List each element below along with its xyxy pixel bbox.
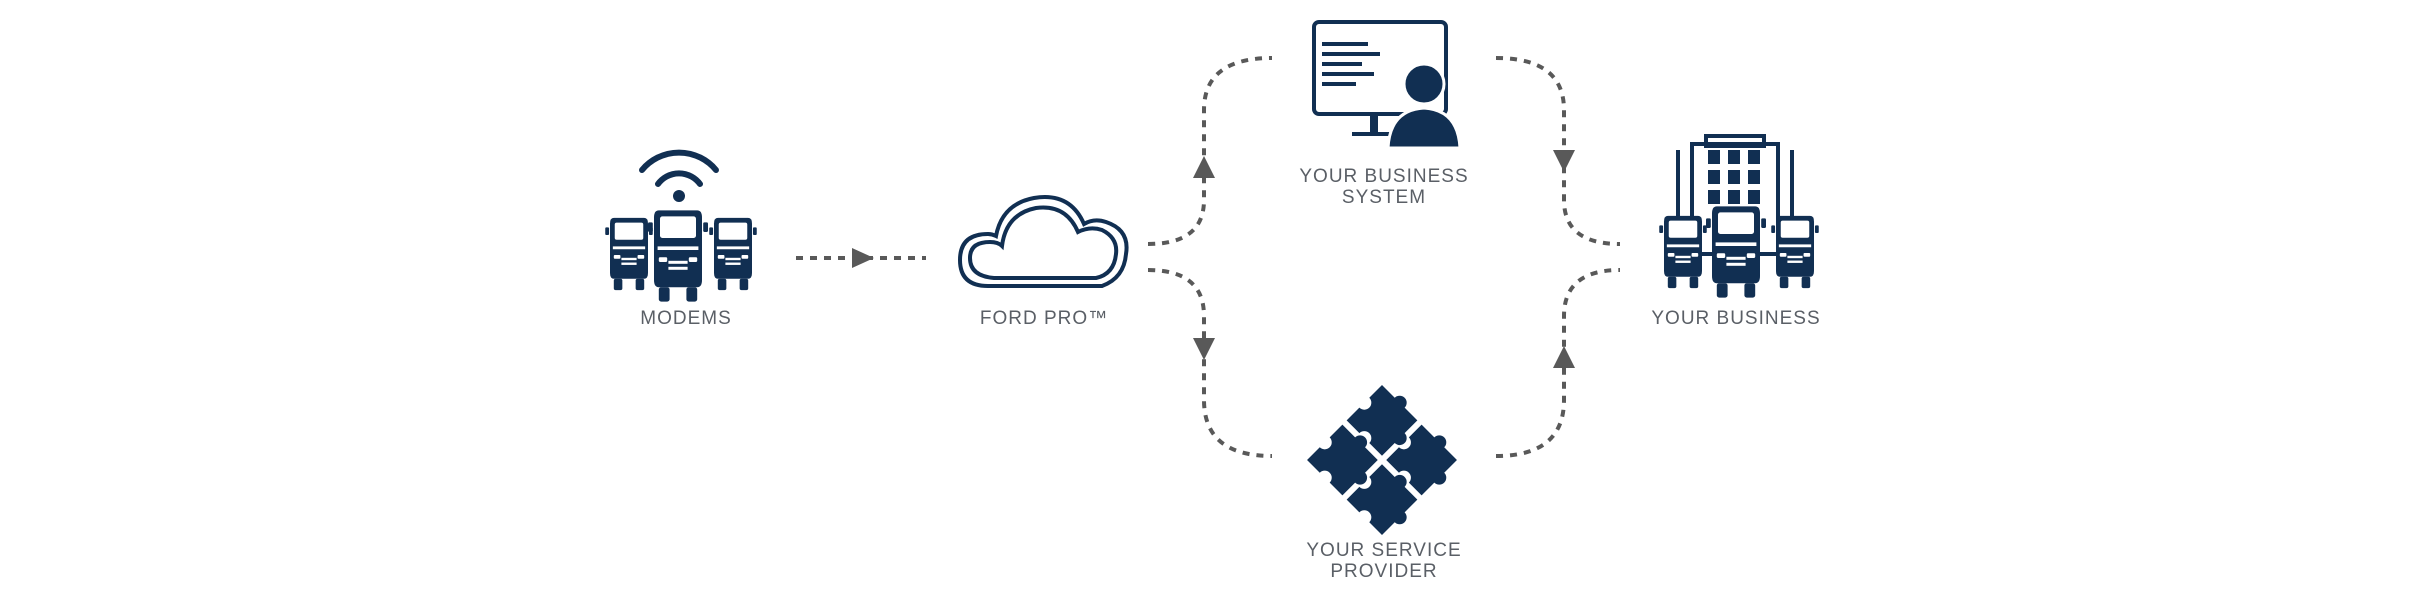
modems-label: MODEMS <box>640 308 732 329</box>
puzzle-icon <box>1307 380 1467 540</box>
connector-service-provider-to-your-business <box>1495 268 1621 458</box>
your-business-label-text: YOUR BUSINESS <box>1651 308 1821 329</box>
arrowhead-up-icon <box>1553 346 1575 368</box>
arrowheads <box>852 150 1575 368</box>
connectors <box>796 56 1621 458</box>
ford-pro-label-text: FORD PRO™ <box>979 308 1109 329</box>
arrowhead-down-icon <box>1553 150 1575 172</box>
cloud-icon <box>957 195 1129 288</box>
arrowhead-up-icon <box>1193 156 1215 178</box>
modems-label-text: MODEMS <box>640 308 732 329</box>
connected-vans-icon <box>605 149 757 302</box>
business-system-label-line2: SYSTEM <box>1341 187 1427 208</box>
wifi-signal-icon <box>639 149 719 202</box>
arrowhead-down-icon <box>1193 338 1215 360</box>
computer-user-icon <box>1312 20 1462 150</box>
service-provider-label-line2: PROVIDER <box>1330 561 1438 582</box>
business-system-label: YOUR BUSINESS SYSTEM <box>1299 166 1468 208</box>
connector-ford-pro-to-business-system <box>1147 56 1273 246</box>
service-provider-label-line1: YOUR SERVICE <box>1306 540 1462 561</box>
your-business-label: YOUR BUSINESS <box>1651 308 1820 329</box>
connector-ford-pro-to-service-provider <box>1147 268 1273 458</box>
service-provider-label: YOUR SERVICE PROVIDER <box>1306 540 1461 582</box>
business-system-label-line1: YOUR BUSINESS <box>1299 166 1469 187</box>
arrowhead-right-icon <box>852 248 874 268</box>
ford-pro-label: FORD PRO™ <box>980 308 1108 329</box>
building-vans-icon <box>1659 134 1819 298</box>
